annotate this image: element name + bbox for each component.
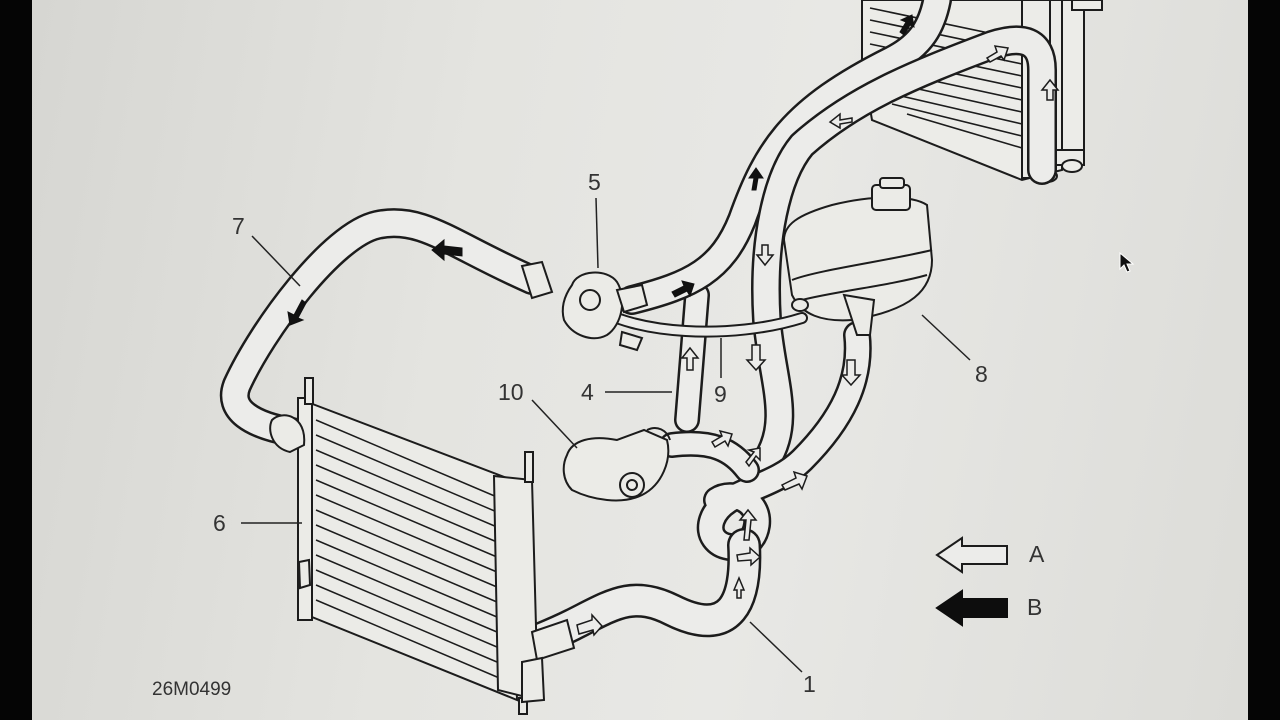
water-pump — [562, 427, 671, 502]
callout-9: 9 — [714, 381, 727, 407]
legend-label-b: B — [1027, 594, 1042, 620]
legend-solid-arrow-icon — [935, 589, 1008, 627]
cooling-system-diagram: 7 5 4 9 10 6 8 1 A B 26M0499 — [152, 0, 1103, 715]
callout-1: 1 — [803, 671, 816, 697]
diagram-photo: 7 5 4 9 10 6 8 1 A B 26M0499 — [32, 0, 1248, 720]
legend-outline-arrow-icon — [935, 536, 1008, 574]
callout-10: 10 — [498, 379, 524, 405]
callout-6: 6 — [213, 510, 226, 536]
leader-lines — [241, 197, 971, 673]
radiator — [269, 377, 576, 715]
legend-label-a: A — [1029, 541, 1045, 567]
legend: A B — [935, 536, 1045, 627]
mouse-cursor-icon — [1119, 252, 1135, 273]
reference-code: 26M0499 — [152, 679, 231, 700]
left-black-border — [0, 0, 32, 720]
flow-arrows-solid — [287, 14, 915, 326]
callout-4: 4 — [581, 379, 594, 405]
flow-arrows-outline — [576, 45, 1060, 637]
callout-8: 8 — [975, 361, 988, 387]
callout-5: 5 — [588, 169, 601, 195]
expansion-tank — [782, 177, 934, 336]
right-black-border — [1248, 0, 1280, 720]
thermostat-housing — [520, 260, 649, 352]
callout-7: 7 — [232, 213, 245, 239]
